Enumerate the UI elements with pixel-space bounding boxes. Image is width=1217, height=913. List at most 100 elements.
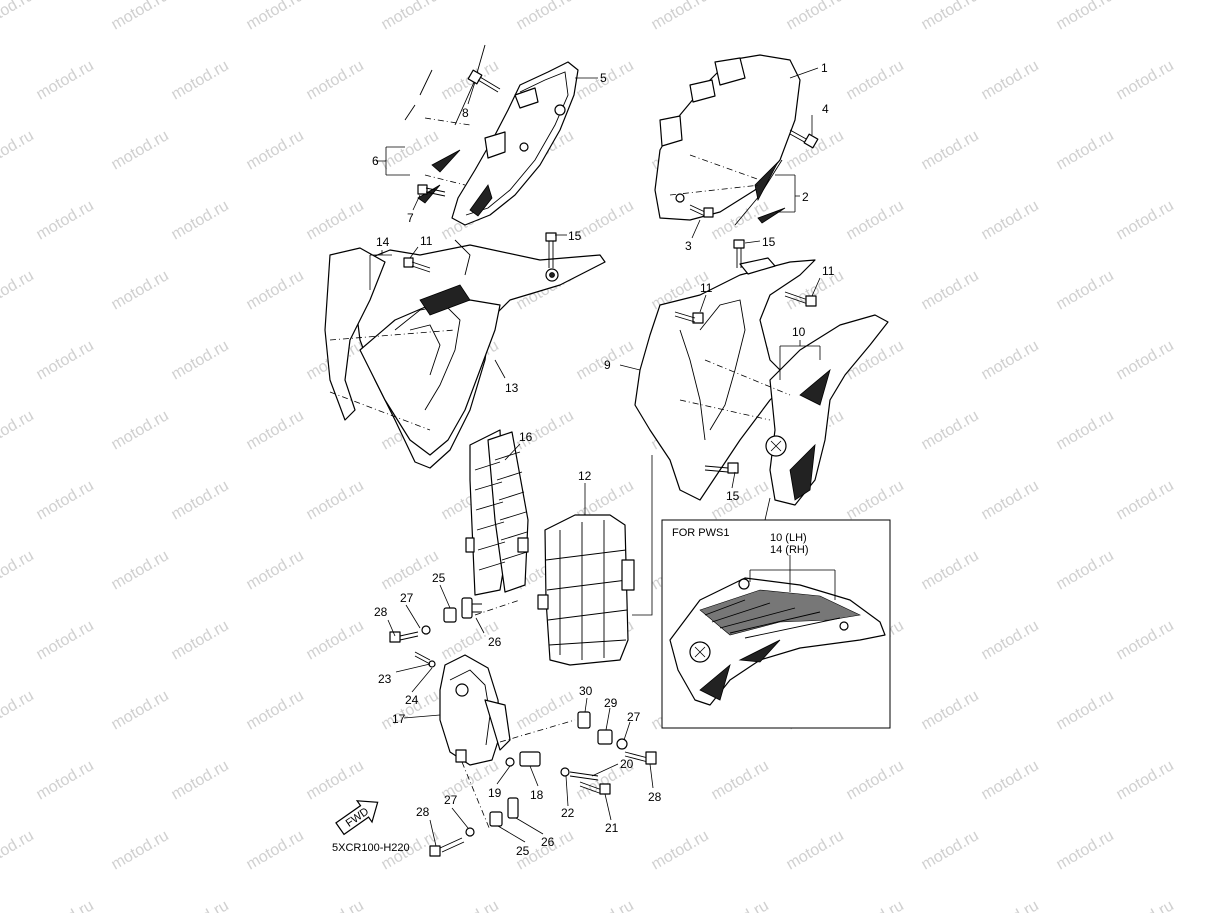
- watermark-layer: motod.ru motod.ru motod.ru motod.ru motod.ru…: [0, 0, 1177, 913]
- watermark-text: motod.ru: [304, 617, 367, 663]
- watermark-text: motod.ru: [439, 897, 502, 913]
- watermark-text: motod.ru: [844, 897, 907, 913]
- watermark-text: motod.ru: [1054, 0, 1117, 33]
- callout-26-upper: 26: [488, 635, 502, 649]
- watermark-text: motod.ru: [379, 0, 442, 33]
- watermark-text: motod.ru: [169, 57, 232, 103]
- inset-title: FOR PWS1: [672, 527, 729, 539]
- watermark-text: motod.ru: [0, 687, 37, 733]
- inset-pws1: FOR PWS1 10 (LH) 14 (RH): [661, 519, 891, 729]
- watermark-text: motod.ru: [0, 407, 37, 453]
- watermark-text: motod.ru: [304, 477, 367, 523]
- callout-22: 22: [561, 806, 575, 820]
- watermark-text: motod.ru: [34, 337, 97, 383]
- watermark-text: motod.ru: [514, 0, 577, 33]
- bolt-icon: [704, 462, 739, 474]
- watermark-text: motod.ru: [379, 127, 442, 173]
- watermark-text: motod.ru: [109, 407, 172, 453]
- callout-7: 7: [407, 211, 414, 225]
- watermark-text: motod.ru: [709, 477, 772, 523]
- watermark-text: motod.ru: [919, 547, 982, 593]
- watermark-text: motod.ru: [244, 127, 307, 173]
- callout-8: 8: [462, 106, 469, 120]
- watermark-text: motod.ru: [979, 57, 1042, 103]
- callout-5: 5: [600, 71, 607, 85]
- callout-30: 30: [579, 684, 593, 698]
- assembly-lines: [329, 117, 791, 831]
- watermark-text: motod.ru: [514, 687, 577, 733]
- watermark-text: motod.ru: [1114, 897, 1177, 913]
- part-13-left-shroud: [324, 239, 606, 469]
- watermark-text: motod.ru: [979, 897, 1042, 913]
- watermark-text: motod.ru: [979, 757, 1042, 803]
- watermark-text: motod.ru: [919, 827, 982, 873]
- callout-1: 1: [821, 61, 828, 75]
- watermark-text: motod.ru: [1114, 477, 1177, 523]
- watermark-text: motod.ru: [304, 57, 367, 103]
- callout-14: 14: [376, 235, 390, 249]
- watermark-text: motod.ru: [169, 337, 232, 383]
- bolt-icon: [784, 291, 817, 307]
- watermark-text: motod.ru: [1114, 197, 1177, 243]
- lower-fasteners: [389, 597, 657, 857]
- watermark-text: motod.ru: [34, 197, 97, 243]
- bolt-icon: [403, 257, 431, 273]
- part-16-radiator-guard: [465, 429, 529, 596]
- watermark-text: motod.ru: [244, 267, 307, 313]
- watermark-text: motod.ru: [844, 197, 907, 243]
- callout-28-right: 28: [648, 790, 662, 804]
- watermark-text: motod.ru: [979, 477, 1042, 523]
- watermark-text: motod.ru: [844, 757, 907, 803]
- watermark-text: motod.ru: [109, 0, 172, 33]
- watermark-text: motod.ru: [109, 547, 172, 593]
- watermark-text: motod.ru: [919, 687, 982, 733]
- callouts: 5 1 8 6 7 4 2 3 15 15 14 11 11 11 10 9 1…: [372, 61, 835, 858]
- watermark-text: motod.ru: [649, 0, 712, 33]
- watermark-text: motod.ru: [304, 757, 367, 803]
- callout-15-bottom: 15: [726, 489, 740, 503]
- watermark-text: motod.ru: [244, 407, 307, 453]
- watermark-text: motod.ru: [0, 127, 37, 173]
- bolt-icon: [733, 239, 745, 268]
- callout-12: 12: [578, 469, 592, 483]
- watermark-text: motod.ru: [784, 127, 847, 173]
- callout-11-right: 11: [822, 264, 835, 278]
- callout-27-upper: 27: [400, 591, 414, 605]
- bolt-icon: [545, 232, 557, 268]
- watermark-text: motod.ru: [1054, 827, 1117, 873]
- watermark-text: motod.ru: [919, 267, 982, 313]
- watermark-text: motod.ru: [1054, 687, 1117, 733]
- watermark-text: motod.ru: [574, 197, 637, 243]
- part-9-right-shroud: [634, 257, 889, 506]
- watermark-text: motod.ru: [0, 827, 37, 873]
- watermark-text: motod.ru: [649, 827, 712, 873]
- part-5-left-side-cover: [404, 44, 579, 226]
- watermark-text: motod.ru: [304, 197, 367, 243]
- callout-6: 6: [372, 154, 379, 168]
- callout-28-upper: 28: [374, 605, 388, 619]
- watermark-text: motod.ru: [109, 827, 172, 873]
- callout-18: 18: [530, 788, 544, 802]
- watermark-text: motod.ru: [109, 267, 172, 313]
- watermark-text: motod.ru: [244, 0, 307, 33]
- callout-3: 3: [685, 239, 692, 253]
- callout-25-upper: 25: [432, 571, 446, 585]
- callout-21: 21: [605, 821, 619, 835]
- watermark-text: motod.ru: [919, 0, 982, 33]
- part-17-pump-cover: [439, 654, 511, 766]
- watermark-text: motod.ru: [1054, 407, 1117, 453]
- callout-29: 29: [604, 696, 618, 710]
- inset-label-lh: 10 (LH): [770, 532, 807, 544]
- fwd-arrow-icon: FWD: [335, 800, 379, 836]
- watermark-text: motod.ru: [34, 897, 97, 913]
- leader-lines: [369, 67, 821, 847]
- watermark-text: motod.ru: [1054, 127, 1117, 173]
- watermark-text: motod.ru: [169, 757, 232, 803]
- callout-4: 4: [822, 102, 829, 116]
- callout-16: 16: [519, 430, 533, 444]
- watermark-text: motod.ru: [1114, 57, 1177, 103]
- watermark-text: motod.ru: [169, 897, 232, 913]
- watermark-text: motod.ru: [1114, 617, 1177, 663]
- watermark-text: motod.ru: [0, 547, 37, 593]
